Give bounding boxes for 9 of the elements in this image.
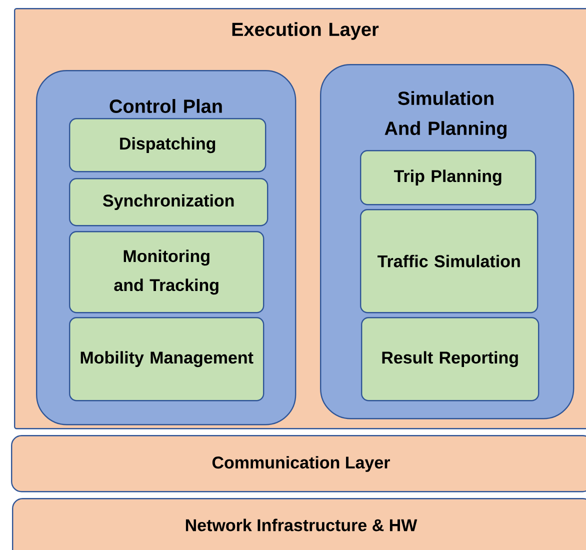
layer-box: Communication Layer: [11, 435, 586, 492]
function-box: Traffic Simulation: [360, 209, 538, 314]
function-box: Monitoring and Tracking: [69, 231, 264, 314]
function-box: Mobility Management: [69, 317, 264, 402]
function-box: Dispatching: [69, 118, 266, 172]
layer-box: Network Infrastructure & HW: [12, 498, 586, 550]
function-box: Trip Planning: [360, 150, 536, 206]
function-box: Result Reporting: [361, 317, 540, 402]
function-box: Synchronization: [69, 178, 268, 226]
